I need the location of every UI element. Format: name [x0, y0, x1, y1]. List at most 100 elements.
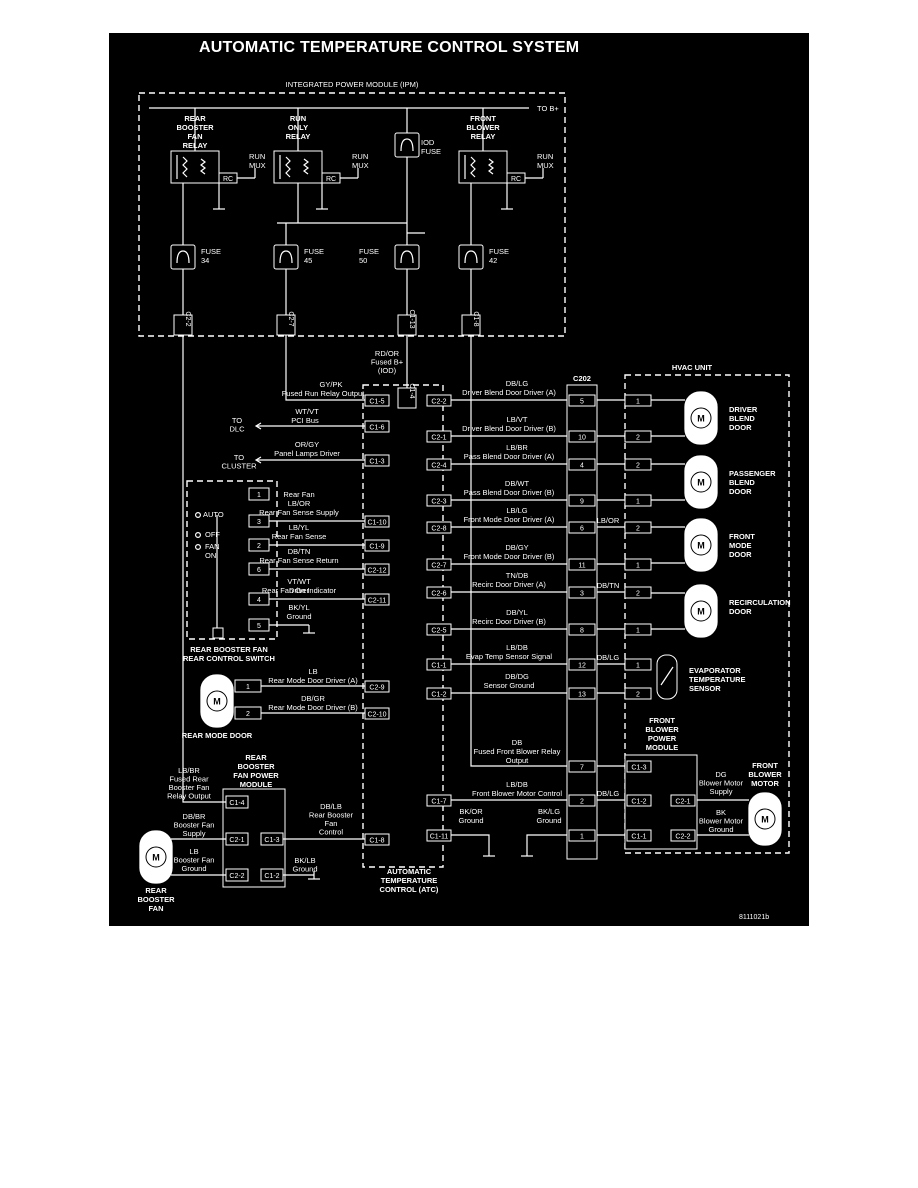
- c202-pin-label: 10: [578, 435, 586, 442]
- bk-label: Blower Motor: [699, 817, 744, 826]
- wire-color: DB/GR: [301, 694, 325, 703]
- db-lb-label: Fan: [325, 819, 338, 828]
- atc-left-pin: [364, 539, 390, 552]
- recirculation-door-label: RECIRCULATION: [729, 598, 791, 607]
- switch-contact: [194, 544, 201, 551]
- db-lb-label: Rear Booster: [309, 811, 354, 820]
- switch-contact: [194, 512, 201, 519]
- rear-booster-module-label: MODULE: [240, 780, 273, 789]
- ipm-fuse-label: 42: [489, 256, 497, 265]
- lb-ground-label: LB: [189, 847, 198, 856]
- c202-pin-label: 13: [578, 692, 586, 699]
- lb-ground-label: Booster Fan: [174, 856, 215, 865]
- evap-sensor-thermistor: [660, 666, 674, 686]
- switch-pin-label: 5: [257, 623, 261, 630]
- c202-pin: [568, 521, 596, 534]
- rc-label: RC: [326, 176, 336, 183]
- wire-color: LB/VT: [507, 415, 528, 424]
- wire-color: LB/LG: [506, 506, 527, 515]
- to-b-plus-label: TO B+: [537, 104, 559, 113]
- c202-pin-label: 11: [578, 563, 585, 570]
- switch-pos-on: ON: [205, 551, 216, 560]
- bk-label: BK: [716, 808, 726, 817]
- evap-sensor-label: TEMPERATURE: [689, 675, 746, 684]
- rear-booster-fan-motor-letter: M: [152, 853, 160, 863]
- atc-left-pin-label: C1-3: [369, 459, 384, 466]
- cluster-arrow: [254, 456, 262, 464]
- wire-color: WT/VT: [295, 407, 319, 416]
- rear-booster-module-pin-label: C1-3: [264, 837, 279, 844]
- blower-module-pin: [670, 794, 696, 807]
- c202-pin: [568, 394, 596, 407]
- rear-switch-box: [186, 480, 278, 640]
- c202-pin: [568, 558, 596, 571]
- bk-or-wire: [451, 834, 490, 848]
- diagram-title: AUTOMATIC TEMPERATURE CONTROL SYSTEM: [199, 39, 579, 56]
- wire-desc: Front Mode Door Driver (A): [464, 515, 555, 524]
- db-br-label: Booster Fan: [174, 821, 215, 830]
- evap-sensor-label: EVAPORATOR: [689, 666, 741, 675]
- rear-booster-module-pin-label: C2-1: [229, 837, 244, 844]
- hvac-pin-label: 2: [636, 692, 640, 699]
- atc-label: AUTOMATIC: [387, 867, 432, 876]
- blower-module-label: MODULE: [646, 743, 679, 752]
- rear-booster-module-label: BOOSTER: [237, 762, 275, 771]
- c202-pin: [568, 687, 596, 700]
- lb-br-label: LB/BR: [178, 766, 200, 775]
- wire-desc: Rear Mode Door Driver (A): [268, 676, 358, 685]
- lb-br-label: Fused Rear: [169, 775, 209, 784]
- db-br-label: Supply: [183, 829, 206, 838]
- c202-body: [566, 384, 598, 860]
- hvac-pin-label: 1: [636, 399, 640, 406]
- c202-pin: [568, 430, 596, 443]
- hvac-pin-label: 1: [636, 628, 640, 635]
- ipm-relay-3-coil-2: [488, 158, 494, 175]
- switch-pos-auto: AUTO: [203, 510, 224, 519]
- c202-pin-label: 5: [580, 399, 584, 406]
- ipm-fuse-4-body: [458, 244, 484, 270]
- hvac-pin-label: 2: [636, 435, 640, 442]
- atc-left-pin-label: C1-5: [369, 399, 384, 406]
- atc-left-pin-label: C2-9: [369, 685, 384, 692]
- rear-mode-door-motor-rotor: [206, 690, 228, 712]
- wire-color: BK/YL: [288, 603, 309, 612]
- atc-right-pin-label: C2-1: [431, 435, 446, 442]
- rc-label: RC: [511, 176, 521, 183]
- run-mux-label: RUN: [537, 152, 553, 161]
- to-dlc-label: DLC: [229, 425, 245, 434]
- c202-pin-label: 12: [578, 663, 586, 670]
- atc-left-pin: [364, 563, 390, 576]
- ipm-fuse-label: 45: [304, 256, 312, 265]
- dg-label: DG: [715, 770, 726, 779]
- side-wire-color: DB/TN: [597, 581, 620, 590]
- ipm-fuse-1-body: [170, 244, 196, 270]
- to-dlc-label: TO: [232, 416, 242, 425]
- hvac-pin-label: 1: [636, 663, 640, 670]
- c202-pin-label: 1: [580, 834, 584, 841]
- atc-left-pin: [364, 680, 390, 693]
- wire-desc-2: Driver: [289, 586, 310, 595]
- driver-blend-door-motor-letter: M: [697, 414, 705, 424]
- lb-br-wire: [182, 335, 226, 803]
- blower-module-pin: [670, 829, 696, 842]
- atc-left-pin: [364, 593, 390, 606]
- wire-color: DB/GY: [505, 543, 528, 552]
- bk-lg-label: BK/LG: [538, 807, 560, 816]
- front-blower-motor-letter: M: [761, 815, 769, 825]
- atc-left-pin: [364, 454, 390, 467]
- dlc-arrow: [254, 422, 262, 430]
- atc-left-pin: [364, 420, 390, 433]
- blower-module-pin-label: C1-1: [631, 834, 646, 841]
- ipm-fuse-label: FUSE: [304, 247, 324, 256]
- wire-color: DB/LG: [506, 379, 529, 388]
- db-fused-blower-wire: [470, 335, 567, 767]
- rear-booster-fan-label: REAR: [145, 886, 167, 895]
- blower-module-pin: [626, 829, 652, 842]
- wire-color: LB/DB: [506, 643, 528, 652]
- atc-right-pin-label: C2-6: [431, 591, 446, 598]
- passenger-blend-door-label: DOOR: [729, 487, 752, 496]
- ipm-fuse-3-body: [394, 244, 420, 270]
- wire-color: GY/PK: [320, 380, 343, 389]
- atc-left-pin-label: C1-9: [369, 544, 384, 551]
- atc-right-pin-label: C1-2: [431, 692, 446, 699]
